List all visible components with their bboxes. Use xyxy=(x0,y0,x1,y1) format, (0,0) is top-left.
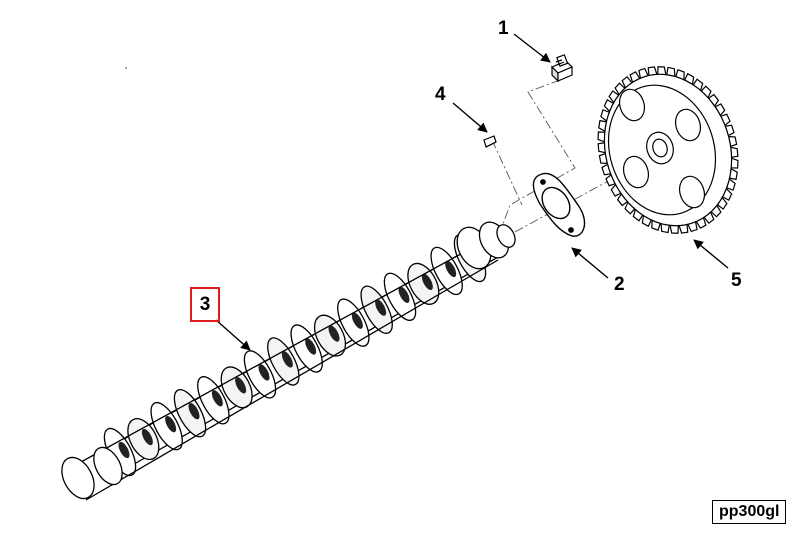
leader-arrows xyxy=(215,33,729,351)
cam-lobe-shading xyxy=(141,428,153,446)
leader-3 xyxy=(215,319,251,351)
cam-lobe xyxy=(383,272,417,321)
camshaft-journal xyxy=(407,262,440,305)
cam-lobe xyxy=(430,246,463,296)
cam-lobe-shading xyxy=(235,377,247,394)
callout-2: 2 xyxy=(614,274,625,295)
cam-lobe xyxy=(243,350,277,399)
part-4-key xyxy=(483,135,497,148)
cam-lobe-shading xyxy=(281,351,293,368)
cam-lobe-shading xyxy=(211,390,223,407)
cam-lobe xyxy=(197,376,230,425)
cam-lobe-shading xyxy=(328,325,340,342)
part-5-gear xyxy=(597,66,739,234)
cam-lobe-shading xyxy=(118,441,130,459)
camshaft-journal xyxy=(127,418,160,461)
cam-lobe xyxy=(360,285,393,334)
cam-lobe-shading xyxy=(305,338,317,355)
cam-lobe-shading xyxy=(421,273,433,291)
leader-2 xyxy=(571,247,609,279)
cam-lobe-shading xyxy=(398,286,410,303)
gear-tooth xyxy=(657,66,667,76)
callout-5: 5 xyxy=(731,270,742,291)
figure-reference-label: pp300gl xyxy=(712,500,787,524)
camshaft-journal xyxy=(313,314,347,357)
cam-lobe xyxy=(150,401,183,451)
callout-4: 4 xyxy=(435,84,446,105)
part-3-camshaft xyxy=(61,221,516,501)
leader-5 xyxy=(693,239,729,269)
cam-lobe-shading xyxy=(375,299,387,316)
leader-4 xyxy=(452,102,488,133)
part-2-thrust-plate xyxy=(532,172,586,237)
leader-1 xyxy=(513,33,551,63)
cam-lobe xyxy=(337,298,370,347)
cam-lobe xyxy=(173,389,207,438)
cam-lobe xyxy=(290,324,323,373)
gear-tooth xyxy=(669,224,679,234)
cam-lobe xyxy=(267,337,300,386)
cam-lobe-shading xyxy=(351,312,363,329)
cam-lobe-shading xyxy=(165,415,177,433)
cam-lobe-shading xyxy=(188,403,200,420)
callout-1: 1 xyxy=(498,18,509,39)
cam-lobe-shading xyxy=(445,260,457,278)
cam-lobe-shading xyxy=(258,364,270,381)
part-1-screw xyxy=(550,54,574,83)
callout-3-highlighted: 3 xyxy=(190,287,220,322)
